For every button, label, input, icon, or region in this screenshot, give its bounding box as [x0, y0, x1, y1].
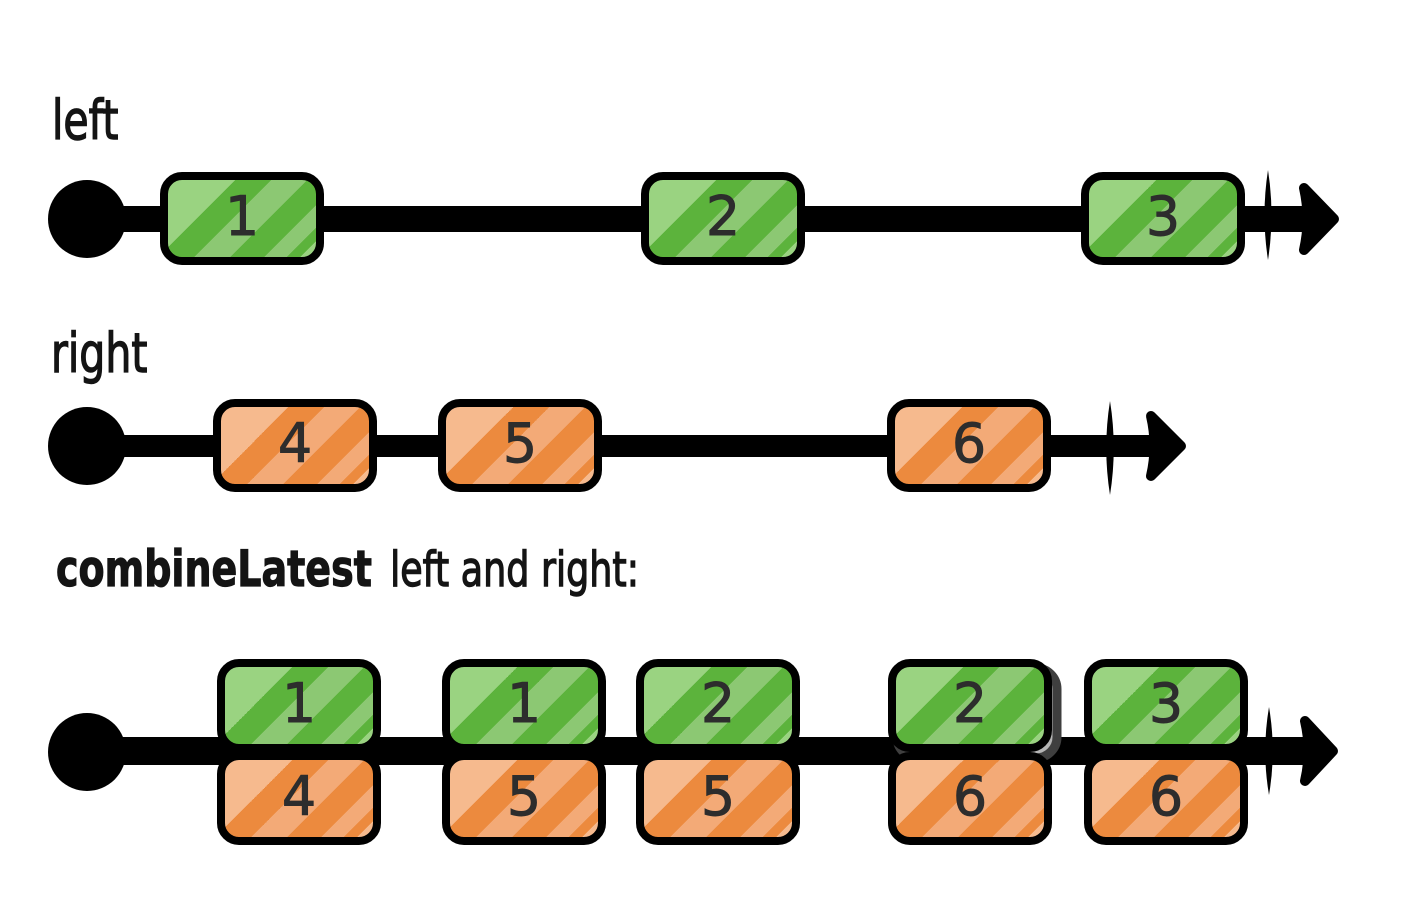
- left-timeline-start-dot: [48, 180, 126, 258]
- result-pair-5-bottom-value: 6: [1148, 764, 1184, 828]
- operator-arguments: left and right:: [390, 542, 640, 598]
- result-pair-3-bottom-value: 5: [700, 764, 736, 828]
- marble-right-4: 4: [213, 399, 377, 492]
- left-timeline-arrowhead: [1299, 183, 1339, 255]
- result-pair-1-top-value: 1: [281, 671, 317, 735]
- result-pair-2-bottom-value: 5: [506, 764, 542, 828]
- result-pair-4-top: 2: [888, 659, 1052, 752]
- marble-right-5: 5: [438, 399, 602, 492]
- marble-left-1-value: 1: [224, 184, 260, 248]
- left-timeline-end-tick: [1264, 170, 1272, 260]
- result-pair-5-top-value: 3: [1148, 671, 1184, 735]
- marble-right-6: 6: [887, 399, 1051, 492]
- result-pair-5-bottom: 6: [1084, 752, 1248, 845]
- marble-left-1: 1: [160, 172, 324, 265]
- right-timeline-start-dot: [48, 407, 126, 485]
- marble-left-3-value: 3: [1145, 184, 1181, 248]
- result-pair-5-top: 3: [1084, 659, 1248, 752]
- marble-right-5-value: 5: [502, 411, 538, 475]
- result-pair-4-bottom-value: 6: [952, 764, 988, 828]
- operator-name: combineLatest: [56, 540, 373, 598]
- marble-left-2-value: 2: [705, 184, 741, 248]
- right-stream-label: right: [50, 322, 148, 385]
- result-pair-2-top-value: 1: [506, 671, 542, 735]
- marble-right-6-value: 6: [951, 411, 987, 475]
- result-pair-4-bottom: 6: [888, 752, 1052, 845]
- result-pair-1-bottom-value: 4: [281, 764, 317, 828]
- marble-left-2: 2: [641, 172, 805, 265]
- result-pair-2-bottom: 5: [442, 752, 606, 845]
- result-timeline-end-tick: [1265, 707, 1273, 795]
- left-stream-label: left: [51, 89, 119, 152]
- result-pair-1-top: 1: [217, 659, 381, 752]
- result-pair-1-bottom: 4: [217, 752, 381, 845]
- result-pair-3-top: 2: [636, 659, 800, 752]
- right-timeline-end-tick: [1106, 401, 1114, 495]
- marble-right-4-value: 4: [277, 411, 313, 475]
- result-pair-3-bottom: 5: [636, 752, 800, 845]
- result-pair-3-top-value: 2: [700, 671, 736, 735]
- marble-left-3: 3: [1081, 172, 1245, 265]
- result-pair-4-top-value: 2: [952, 671, 988, 735]
- right-timeline-arrowhead: [1146, 411, 1186, 481]
- result-pair-2-top: 1: [442, 659, 606, 752]
- result-timeline-start-dot: [48, 713, 126, 791]
- result-timeline-arrowhead: [1300, 716, 1338, 786]
